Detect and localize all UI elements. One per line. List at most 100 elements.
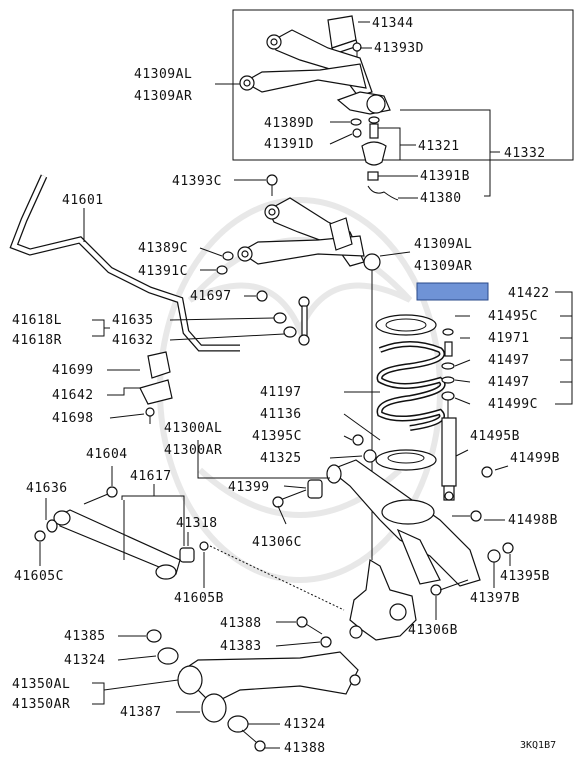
label-41605c: 41605C	[14, 569, 64, 584]
label-41325: 41325	[260, 451, 302, 466]
label-41350ar: 41350AR	[12, 697, 70, 712]
label-41388-top: 41388	[220, 616, 262, 631]
label-41495b: 41495B	[470, 429, 520, 444]
clip-41380	[367, 185, 399, 201]
leader-lines	[39, 21, 573, 749]
label-41399: 41399	[228, 480, 270, 495]
nut-41605c	[34, 530, 46, 542]
label-41387: 41387	[120, 705, 162, 720]
label-41395c: 41395C	[252, 429, 302, 444]
label-41197: 41197	[260, 385, 302, 400]
label-41389c: 41389C	[138, 241, 188, 256]
label-41332: 41332	[504, 146, 546, 161]
washer-41324-top	[157, 647, 179, 665]
label-41383: 41383	[220, 639, 262, 654]
label-41389d: 41389D	[264, 116, 314, 131]
label-41309ar-mid: 41309AR	[414, 259, 472, 274]
label-41344: 41344	[372, 16, 414, 31]
label-41604: 41604	[86, 447, 128, 462]
stabilizer-bar-inner	[11, 175, 240, 351]
upper-arm-assembly-top	[239, 29, 391, 115]
label-41324-top: 41324	[64, 653, 106, 668]
nut-41385	[146, 629, 162, 643]
upper-arm-inset-box	[232, 9, 574, 161]
bushing-41318	[179, 547, 195, 563]
bolt-41498b	[452, 510, 482, 522]
diagram-code: 3KQ1B7	[520, 740, 556, 751]
label-41499c: 41499C	[488, 397, 538, 412]
knuckle-part	[349, 559, 417, 641]
label-41318: 41318	[176, 516, 218, 531]
label-41617: 41617	[130, 469, 172, 484]
label-41309al-top: 41309AL	[134, 67, 192, 82]
label-41422: 41422	[508, 286, 550, 301]
label-41395b: 41395B	[500, 569, 550, 584]
label-41495c: 41495C	[488, 309, 538, 324]
bushing-41325	[363, 449, 377, 463]
label-41391b: 41391B	[420, 169, 470, 184]
nut-41391b	[367, 171, 379, 181]
label-41321: 41321	[418, 139, 460, 154]
label-41618l: 41618L	[12, 313, 62, 328]
nut-41383	[320, 636, 332, 648]
label-41635: 41635	[112, 313, 154, 328]
trailing-arm	[177, 651, 361, 723]
label-41350al: 41350AL	[12, 677, 70, 692]
label-41388-bottom: 41388	[284, 741, 326, 756]
bolt-41306b	[430, 579, 469, 596]
bushing-41399	[279, 479, 323, 501]
bolt-41604	[83, 486, 118, 505]
label-41618r: 41618R	[12, 333, 62, 348]
label-41391d: 41391D	[264, 137, 314, 152]
label-41385: 41385	[64, 629, 106, 644]
label-41397b: 41397B	[470, 591, 520, 606]
coil-spring-assembly	[375, 314, 446, 471]
nut-41697	[256, 290, 268, 302]
stabilizer-link	[273, 296, 310, 346]
rod-leader	[209, 545, 345, 611]
label-41642: 41642	[52, 388, 94, 403]
label-41698: 41698	[52, 411, 94, 426]
label-41636: 41636	[26, 481, 68, 496]
ball-joint-boot	[361, 116, 387, 166]
label-41306c: 41306C	[252, 535, 302, 550]
label-41393d: 41393D	[374, 41, 424, 56]
bolt-41388-top	[296, 616, 323, 635]
label-41393c: 41393C	[172, 174, 222, 189]
label-41306b: 41306B	[408, 623, 458, 638]
label-41324-bottom: 41324	[284, 717, 326, 732]
highlight-box	[416, 282, 489, 301]
nut-washer-top	[350, 118, 362, 138]
label-41391c: 41391C	[138, 264, 188, 279]
label-41697: 41697	[190, 289, 232, 304]
nut-41395c	[352, 434, 364, 446]
label-41300al: 41300AL	[164, 421, 222, 436]
nut-washer-mid	[216, 251, 234, 275]
label-41497-b: 41497	[488, 375, 530, 390]
label-41309ar-top: 41309AR	[134, 89, 192, 104]
label-41136: 41136	[260, 407, 302, 422]
lower-arm-assembly	[326, 459, 481, 587]
bump-stopper-part	[327, 15, 359, 55]
label-41699: 41699	[52, 363, 94, 378]
bolt-41306c	[272, 496, 287, 525]
label-41632: 41632	[112, 333, 154, 348]
nut-41605b	[199, 541, 209, 551]
label-41309al-mid: 41309AL	[414, 237, 472, 252]
label-41498b: 41498B	[508, 513, 558, 528]
washer-41324-bottom	[227, 715, 249, 733]
label-41605b: 41605B	[174, 591, 224, 606]
label-41601: 41601	[62, 193, 104, 208]
lateral-rod	[53, 509, 181, 580]
shock-absorber	[441, 328, 457, 501]
nut-41395b	[502, 542, 514, 554]
bolt-41388-bottom	[241, 729, 266, 752]
upper-arm-assembly-mid	[237, 197, 381, 560]
washer-41636	[46, 519, 58, 533]
part-labels: 41344 41393D 41309AL 41309AR 41389D 4139…	[12, 16, 560, 756]
label-41499b: 41499B	[510, 451, 560, 466]
label-41300ar: 41300AR	[164, 443, 222, 458]
label-41971: 41971	[488, 331, 530, 346]
